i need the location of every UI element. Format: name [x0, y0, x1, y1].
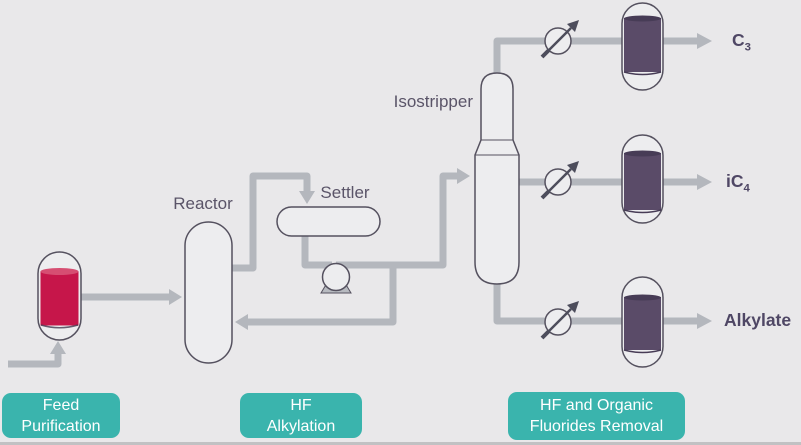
alkylate-bottom-pipe: [493, 278, 712, 329]
liquid-surface: [624, 15, 661, 22]
product-label-alkylate: Alkylate: [724, 310, 791, 334]
c3-overhead-pipe: [493, 33, 712, 76]
vessel-liquid: [40, 271, 79, 326]
heat-exchanger-alkylate: [540, 301, 579, 340]
acid-recycle-pipe: [235, 263, 397, 330]
vessel-liquid: [624, 18, 661, 72]
product-subscript: 3: [744, 41, 751, 54]
exchanger-tail: [540, 329, 551, 340]
vessel-liquid: [624, 297, 661, 350]
vessel-shell: [276, 206, 381, 237]
arrowhead: [50, 341, 66, 354]
exchanger-arrowhead: [567, 20, 579, 32]
stage-box-hf-alkylation: HF Alkylation: [240, 393, 362, 438]
stage-line2: Purification: [21, 417, 101, 435]
settler-label: Settler: [320, 183, 370, 202]
product-label-ic4: iC4: [726, 171, 750, 195]
settler-to-pump-pipe: [301, 233, 332, 269]
stage-line1: Feed: [42, 396, 80, 414]
arrowhead: [697, 174, 712, 190]
exchanger-arrowhead: [567, 301, 579, 313]
stage-line1: HF and Organic: [540, 397, 653, 414]
feed-purification-vessel: [37, 251, 82, 341]
pipe-segment: [493, 37, 697, 76]
isostripper-label: Isostripper: [393, 92, 473, 111]
arrowhead: [235, 314, 248, 330]
exchanger-shaft: [547, 308, 572, 333]
reactor-to-settler-pipe: [231, 172, 315, 272]
stage-box-feed-purification: Feed Purification: [2, 393, 120, 438]
pipe-segment: [248, 263, 397, 326]
pipe-segment: [301, 233, 332, 269]
liquid-bottom-line: [623, 349, 662, 354]
product-name: C: [732, 30, 745, 50]
accumulator-vessel-ic4: [621, 134, 664, 224]
liquid-bottom-line: [623, 71, 662, 76]
stage-line2: Fluorides Removal: [529, 418, 664, 435]
pump-body: [321, 262, 351, 292]
pipe-segment: [231, 172, 311, 272]
vessel-shell: [184, 221, 233, 364]
isostripper-column: [474, 72, 520, 285]
product-name: Alkylate: [724, 310, 792, 330]
liquid-bottom-line: [40, 324, 79, 329]
accumulator-vessel-alkylate: [621, 276, 664, 368]
liquid-surface: [624, 150, 661, 157]
vessel-liquid: [624, 153, 661, 210]
bottom-edge-strip: [0, 442, 801, 445]
reactor-label: Reactor: [173, 194, 233, 213]
settler-vessel: [276, 206, 381, 237]
exchanger-tail: [540, 48, 551, 59]
arrowhead: [697, 313, 712, 329]
stage-line2: Alkylation: [266, 417, 336, 435]
product-subscript: 4: [743, 182, 750, 195]
heat-exchanger-c3: [540, 20, 579, 59]
product-name: iC: [726, 171, 744, 191]
pipe-segment: [493, 278, 697, 325]
arrowhead: [299, 191, 315, 204]
feed-inlet-pipe: [8, 341, 66, 368]
feed-to-reactor-pipe: [81, 289, 182, 305]
pipe-segment: [8, 352, 62, 368]
pump: [320, 262, 352, 294]
stage-box-fluorides-removal: HF and Organic Fluorides Removal: [508, 392, 685, 440]
exchanger-tail: [540, 189, 551, 200]
stage-line1: HF: [290, 396, 312, 414]
heat-exchanger-ic4: [540, 161, 579, 200]
liquid-surface: [624, 294, 661, 301]
reactor-vessel: [184, 221, 233, 364]
product-label-c3: C3: [732, 30, 751, 54]
liquid-surface: [40, 268, 79, 275]
arrowhead: [697, 33, 712, 49]
accumulator-vessel-c3: [621, 2, 664, 91]
arrowhead: [169, 289, 182, 305]
exchanger-shaft: [547, 27, 572, 52]
exchanger-arrowhead: [567, 161, 579, 173]
column-shell: [474, 72, 520, 285]
arrowhead: [457, 168, 470, 184]
liquid-bottom-line: [623, 209, 662, 214]
exchanger-shaft: [547, 168, 572, 193]
